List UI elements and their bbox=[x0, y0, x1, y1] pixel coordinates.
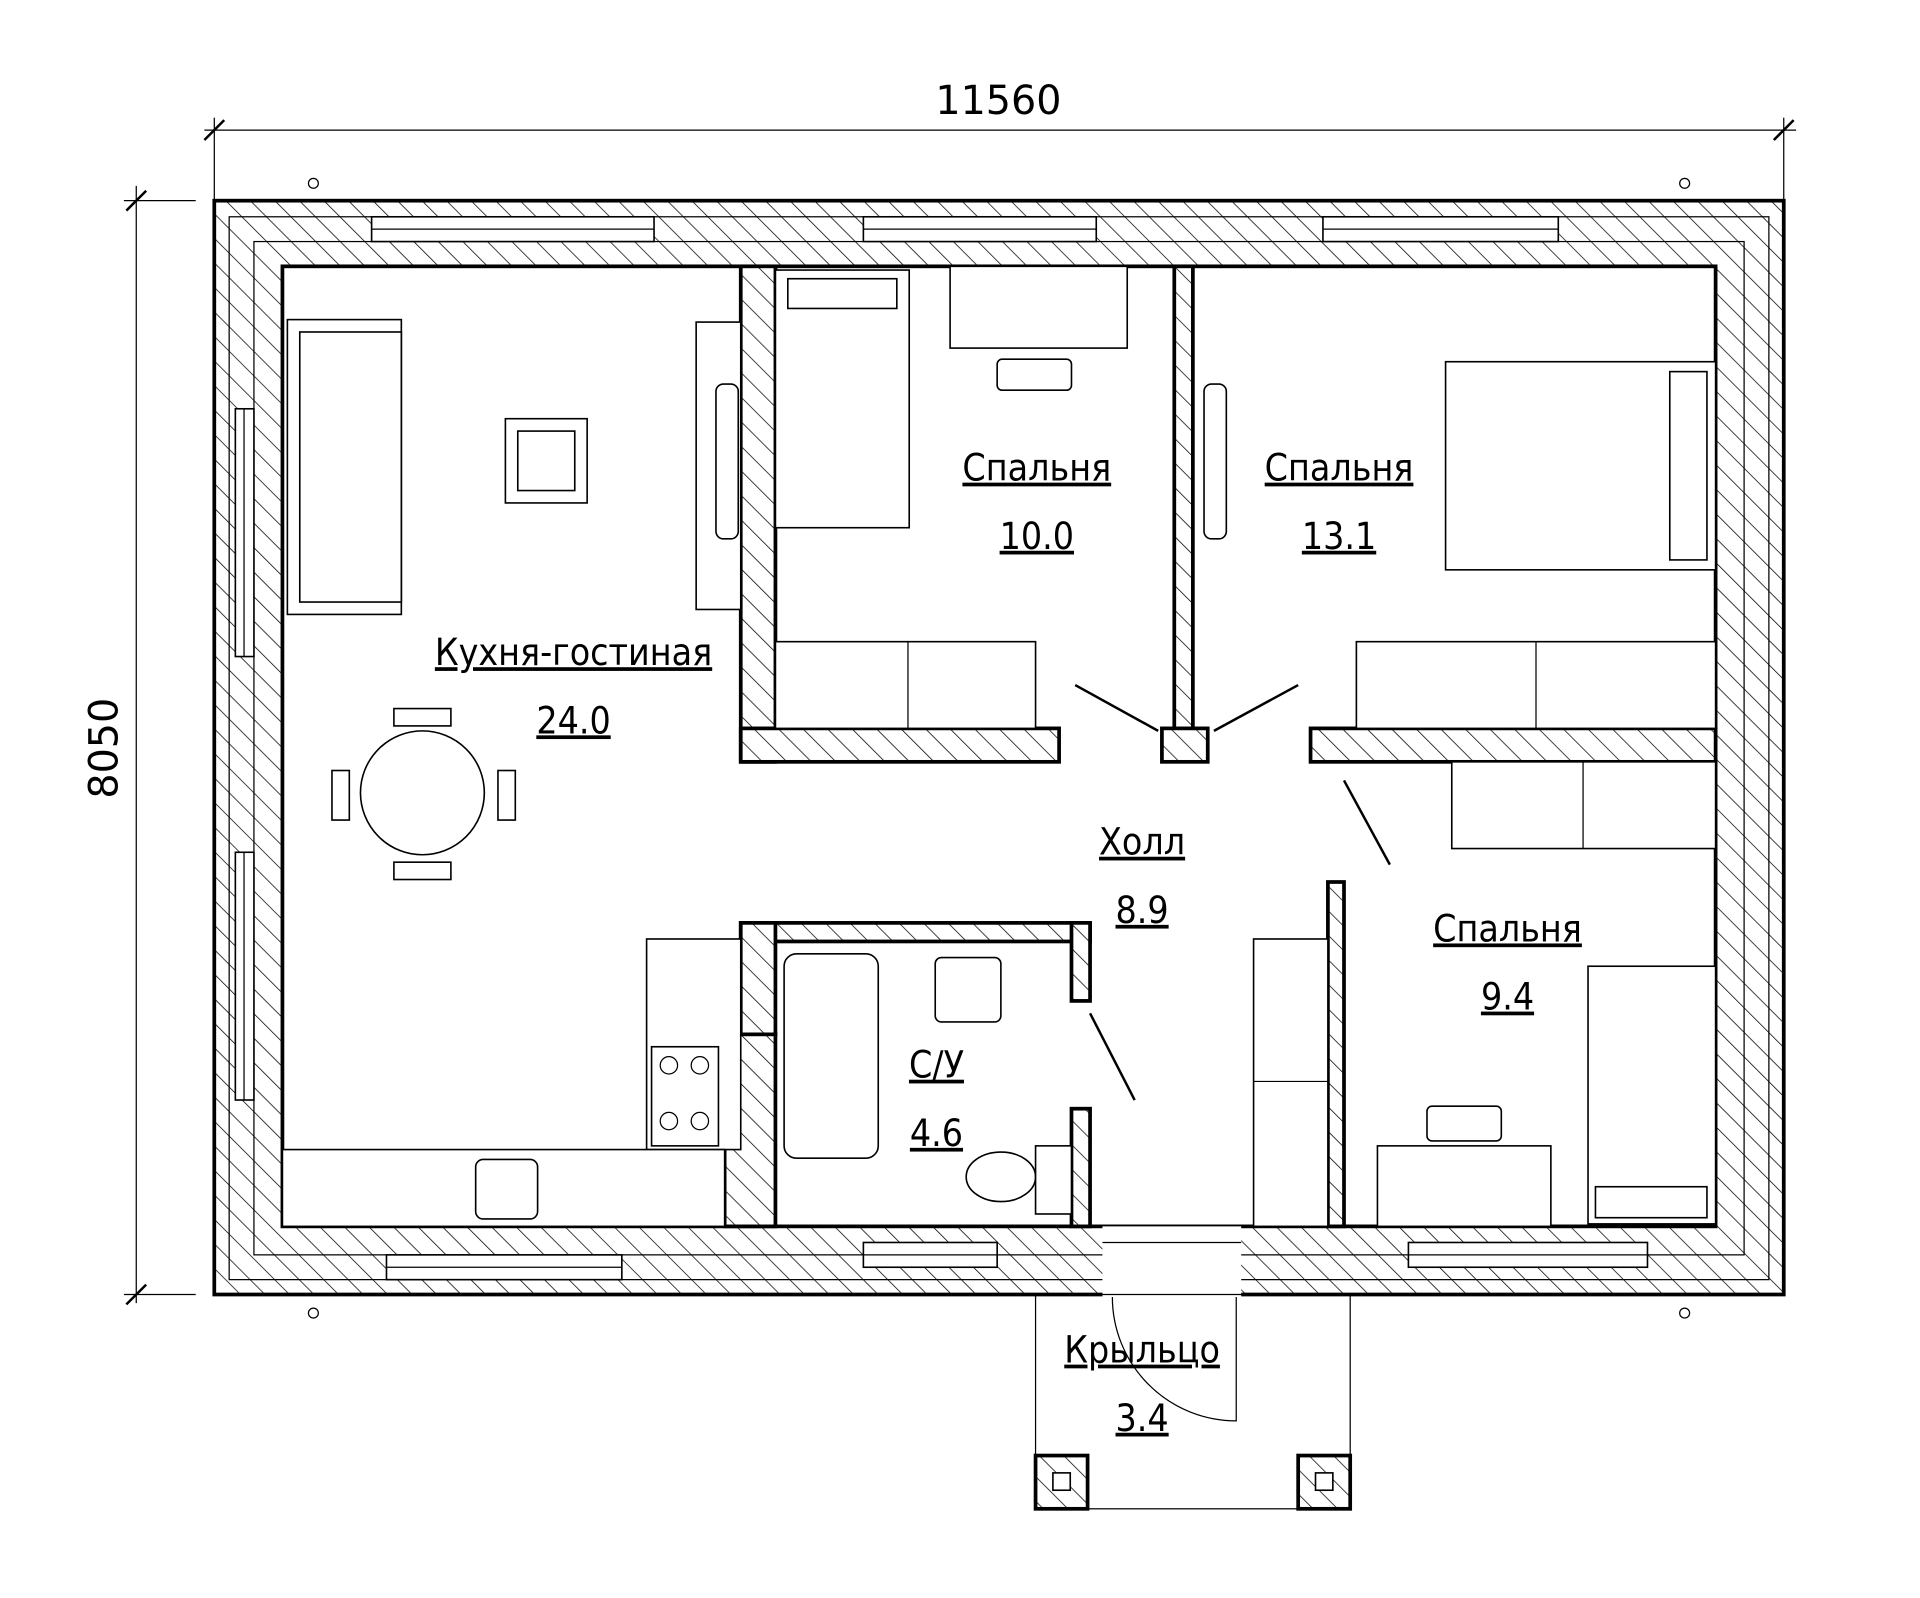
porch bbox=[1033, 1293, 1353, 1511]
desk-3 bbox=[1376, 1145, 1552, 1228]
room-area-porch: 3.4 bbox=[1116, 1397, 1169, 1440]
bathtub bbox=[783, 953, 880, 1160]
room-name-kitchen-living: Кухня-гостиная bbox=[435, 631, 712, 674]
room-name-bedroom-3: Спальня bbox=[1433, 907, 1582, 950]
dimension-width: 11560 bbox=[203, 78, 1797, 201]
kitchen-sink-icon bbox=[474, 1158, 539, 1220]
window-bottom-3 bbox=[1407, 1241, 1649, 1269]
room-name-porch: Крыльцо bbox=[1064, 1329, 1220, 1372]
room-area-bedroom-1: 10.0 bbox=[1000, 515, 1074, 558]
room-name-hall: Холл bbox=[1099, 821, 1185, 864]
room-name-bedroom-1: Спальня bbox=[962, 447, 1111, 490]
door-bedroom-1 bbox=[1074, 683, 1159, 732]
toilet-icon bbox=[965, 1151, 1037, 1203]
dining-table bbox=[359, 730, 486, 856]
window-top-2 bbox=[862, 215, 1098, 243]
dimension-height: 8050 bbox=[82, 185, 196, 1306]
desk-1 bbox=[949, 265, 1129, 349]
room-name-bedroom-2: Спальня bbox=[1265, 447, 1414, 490]
stove-icon bbox=[650, 1045, 720, 1147]
window-top-3 bbox=[1322, 215, 1560, 243]
porch-column-right bbox=[1296, 1453, 1353, 1511]
windows bbox=[234, 215, 1649, 1281]
door-bedroom-2 bbox=[1213, 683, 1299, 732]
door-bedroom-3 bbox=[1342, 779, 1391, 866]
axis-markers bbox=[307, 177, 1691, 1319]
window-left-1 bbox=[234, 407, 255, 658]
room-area-hall: 8.9 bbox=[1116, 889, 1169, 932]
height-dimension-label: 8050 bbox=[82, 698, 128, 799]
window-top-1 bbox=[370, 215, 655, 243]
door-closer-bedroom-2 bbox=[1203, 383, 1228, 540]
doors bbox=[1074, 683, 1391, 1422]
room-area-kitchen-living: 24.0 bbox=[536, 699, 610, 742]
bathroom-sink-icon bbox=[934, 956, 1002, 1023]
room-area-bathroom: 4.6 bbox=[910, 1112, 963, 1155]
partitions bbox=[722, 264, 1718, 1229]
furniture bbox=[281, 265, 1717, 1228]
window-bottom-2 bbox=[862, 1241, 998, 1269]
entrance-opening bbox=[1102, 1226, 1242, 1297]
wardrobe-1 bbox=[774, 640, 1037, 730]
room-area-bedroom-3: 9.4 bbox=[1481, 976, 1534, 1019]
door-entrance bbox=[1111, 1296, 1237, 1422]
width-dimension-label: 11560 bbox=[935, 78, 1061, 124]
bed-1 bbox=[774, 269, 911, 529]
bed-3 bbox=[1587, 965, 1717, 1225]
window-bottom-1 bbox=[385, 1254, 623, 1281]
door-bathroom bbox=[1088, 1012, 1136, 1101]
room-area-bedroom-2: 13.1 bbox=[1302, 515, 1376, 558]
hall-wardrobe bbox=[1252, 938, 1329, 1228]
room-name-bathroom: С/У bbox=[909, 1044, 964, 1087]
window-left-2 bbox=[234, 851, 255, 1101]
